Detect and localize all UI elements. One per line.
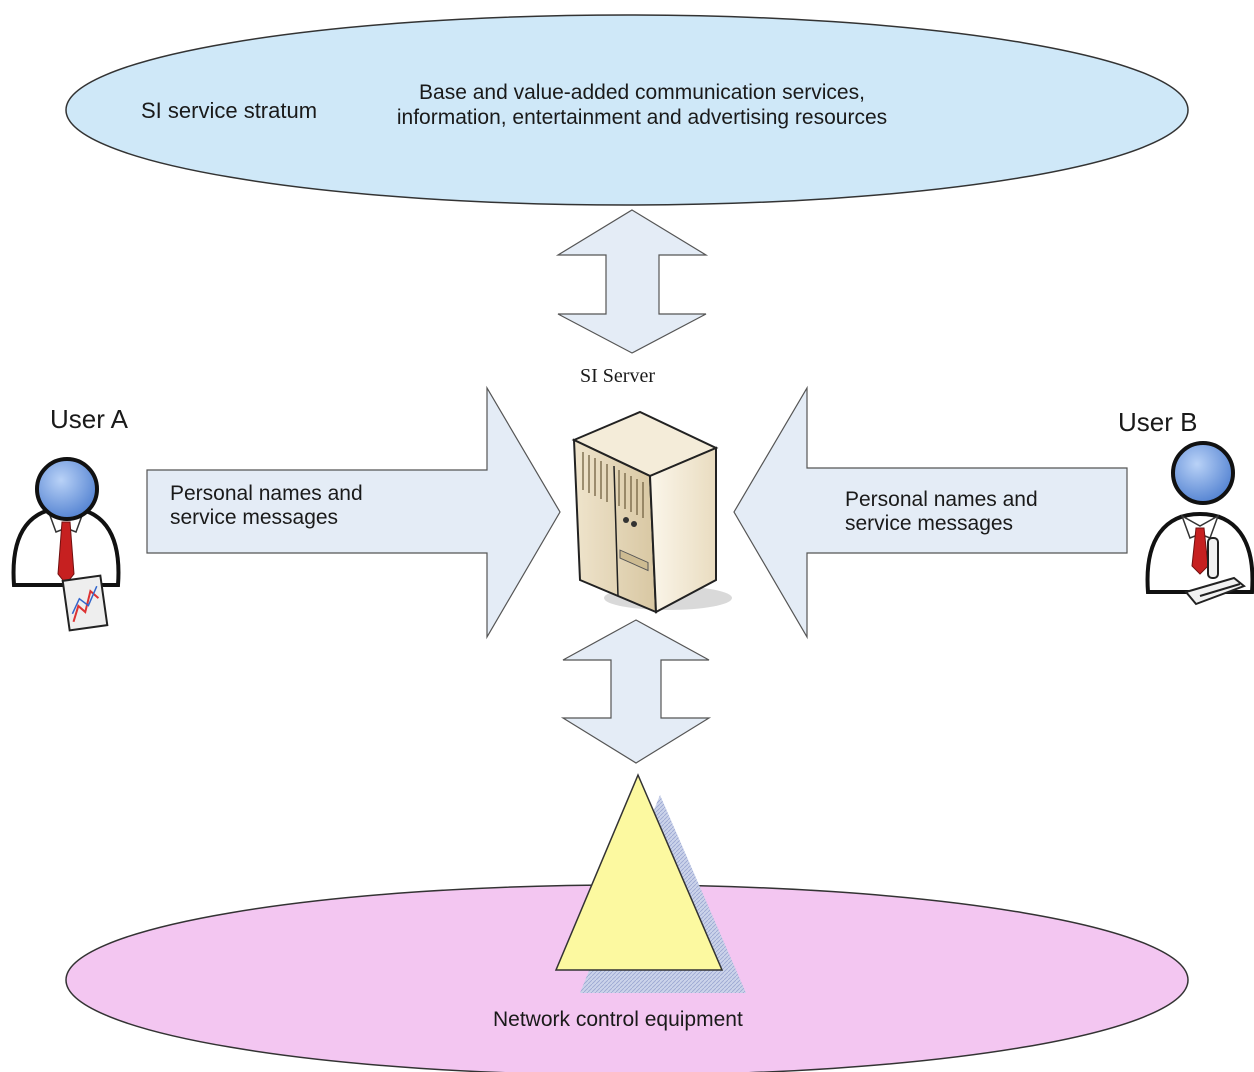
service-stratum-ellipse — [65, 14, 1189, 206]
user-a-icon — [11, 457, 121, 632]
user-b-icon — [1145, 441, 1254, 606]
user-b-arrow — [733, 385, 1128, 640]
user-a-message: Personal names and service messages — [170, 482, 363, 529]
user-a-arrow — [146, 385, 561, 640]
user-a-label: User A — [50, 404, 129, 434]
server-icon — [571, 410, 732, 614]
user-b-label: User B — [1118, 407, 1198, 437]
network-control-triangle — [554, 773, 724, 971]
si-server-label: SI Server — [580, 365, 655, 387]
network-control-label: Network control equipment — [493, 1008, 743, 1031]
user-b-message: Personal names and service messages — [845, 488, 1038, 535]
stratum-server-double-arrow — [555, 209, 709, 354]
service-stratum-title: SI service stratum — [141, 98, 318, 123]
server-network-double-arrow — [560, 619, 712, 764]
service-stratum-description: Base and value-added communication servi… — [396, 81, 888, 129]
